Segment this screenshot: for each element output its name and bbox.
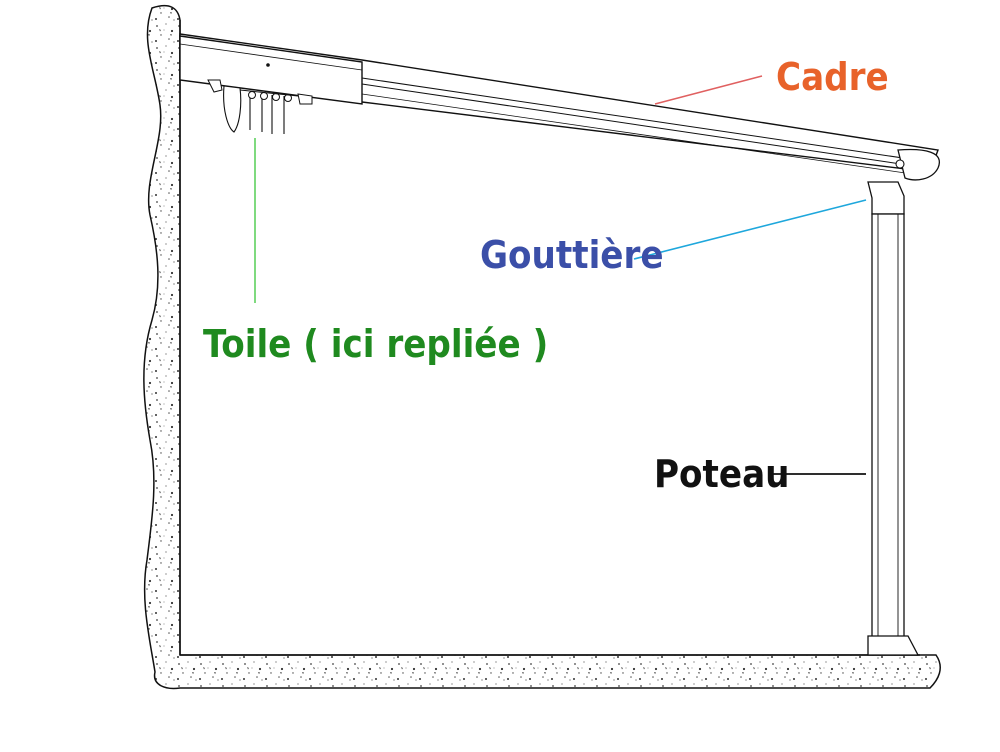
cadre-leader-line	[654, 75, 763, 105]
post	[867, 181, 920, 656]
frame-beam	[179, 33, 941, 181]
poteau-label: Poteau	[654, 452, 790, 496]
gouttiere-leader-line	[633, 199, 867, 260]
toile-label: Toile ( ici repliée )	[203, 322, 548, 366]
gouttiere-label: Gouttière	[480, 233, 664, 277]
folded-canvas	[207, 79, 313, 134]
wall	[143, 4, 941, 690]
cadre-label: Cadre	[776, 55, 889, 99]
